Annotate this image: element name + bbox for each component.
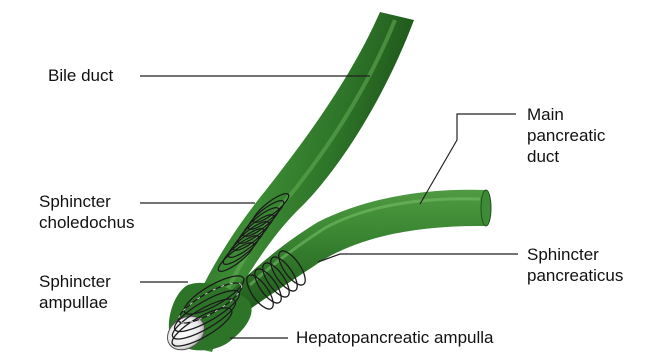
label-hepatopancreatic-ampulla: Hepatopancreatic ampulla — [296, 327, 494, 348]
label-main-pancreatic-duct: Main pancreatic duct — [527, 104, 605, 167]
label-main-pancreatic-duct-line2: pancreatic — [527, 125, 605, 146]
label-bile-duct: Bile duct — [48, 65, 113, 86]
label-sphincter-pancreaticus-line1: Sphincter — [527, 244, 623, 265]
label-sphincter-pancreaticus-line2: pancreaticus — [527, 265, 623, 286]
label-sphincter-choledochus-line2: choledochus — [39, 212, 134, 233]
label-sphincter-ampullae-line1: Sphincter — [39, 271, 111, 292]
label-sphincter-choledochus: Sphincter choledochus — [39, 191, 134, 233]
label-bile-duct-text: Bile duct — [48, 65, 113, 86]
pancreatic-duct-end — [481, 190, 491, 226]
label-sphincter-ampullae-line2: ampullae — [39, 292, 111, 313]
label-hepatopancreatic-ampulla-text: Hepatopancreatic ampulla — [296, 327, 494, 348]
label-main-pancreatic-duct-line3: duct — [527, 146, 605, 167]
label-sphincter-pancreaticus: Sphincter pancreaticus — [527, 244, 623, 286]
label-sphincter-ampullae: Sphincter ampullae — [39, 271, 111, 313]
label-sphincter-choledochus-line1: Sphincter — [39, 191, 134, 212]
label-main-pancreatic-duct-line1: Main — [527, 104, 605, 125]
leader-sphincter-pancreaticus — [318, 254, 518, 262]
